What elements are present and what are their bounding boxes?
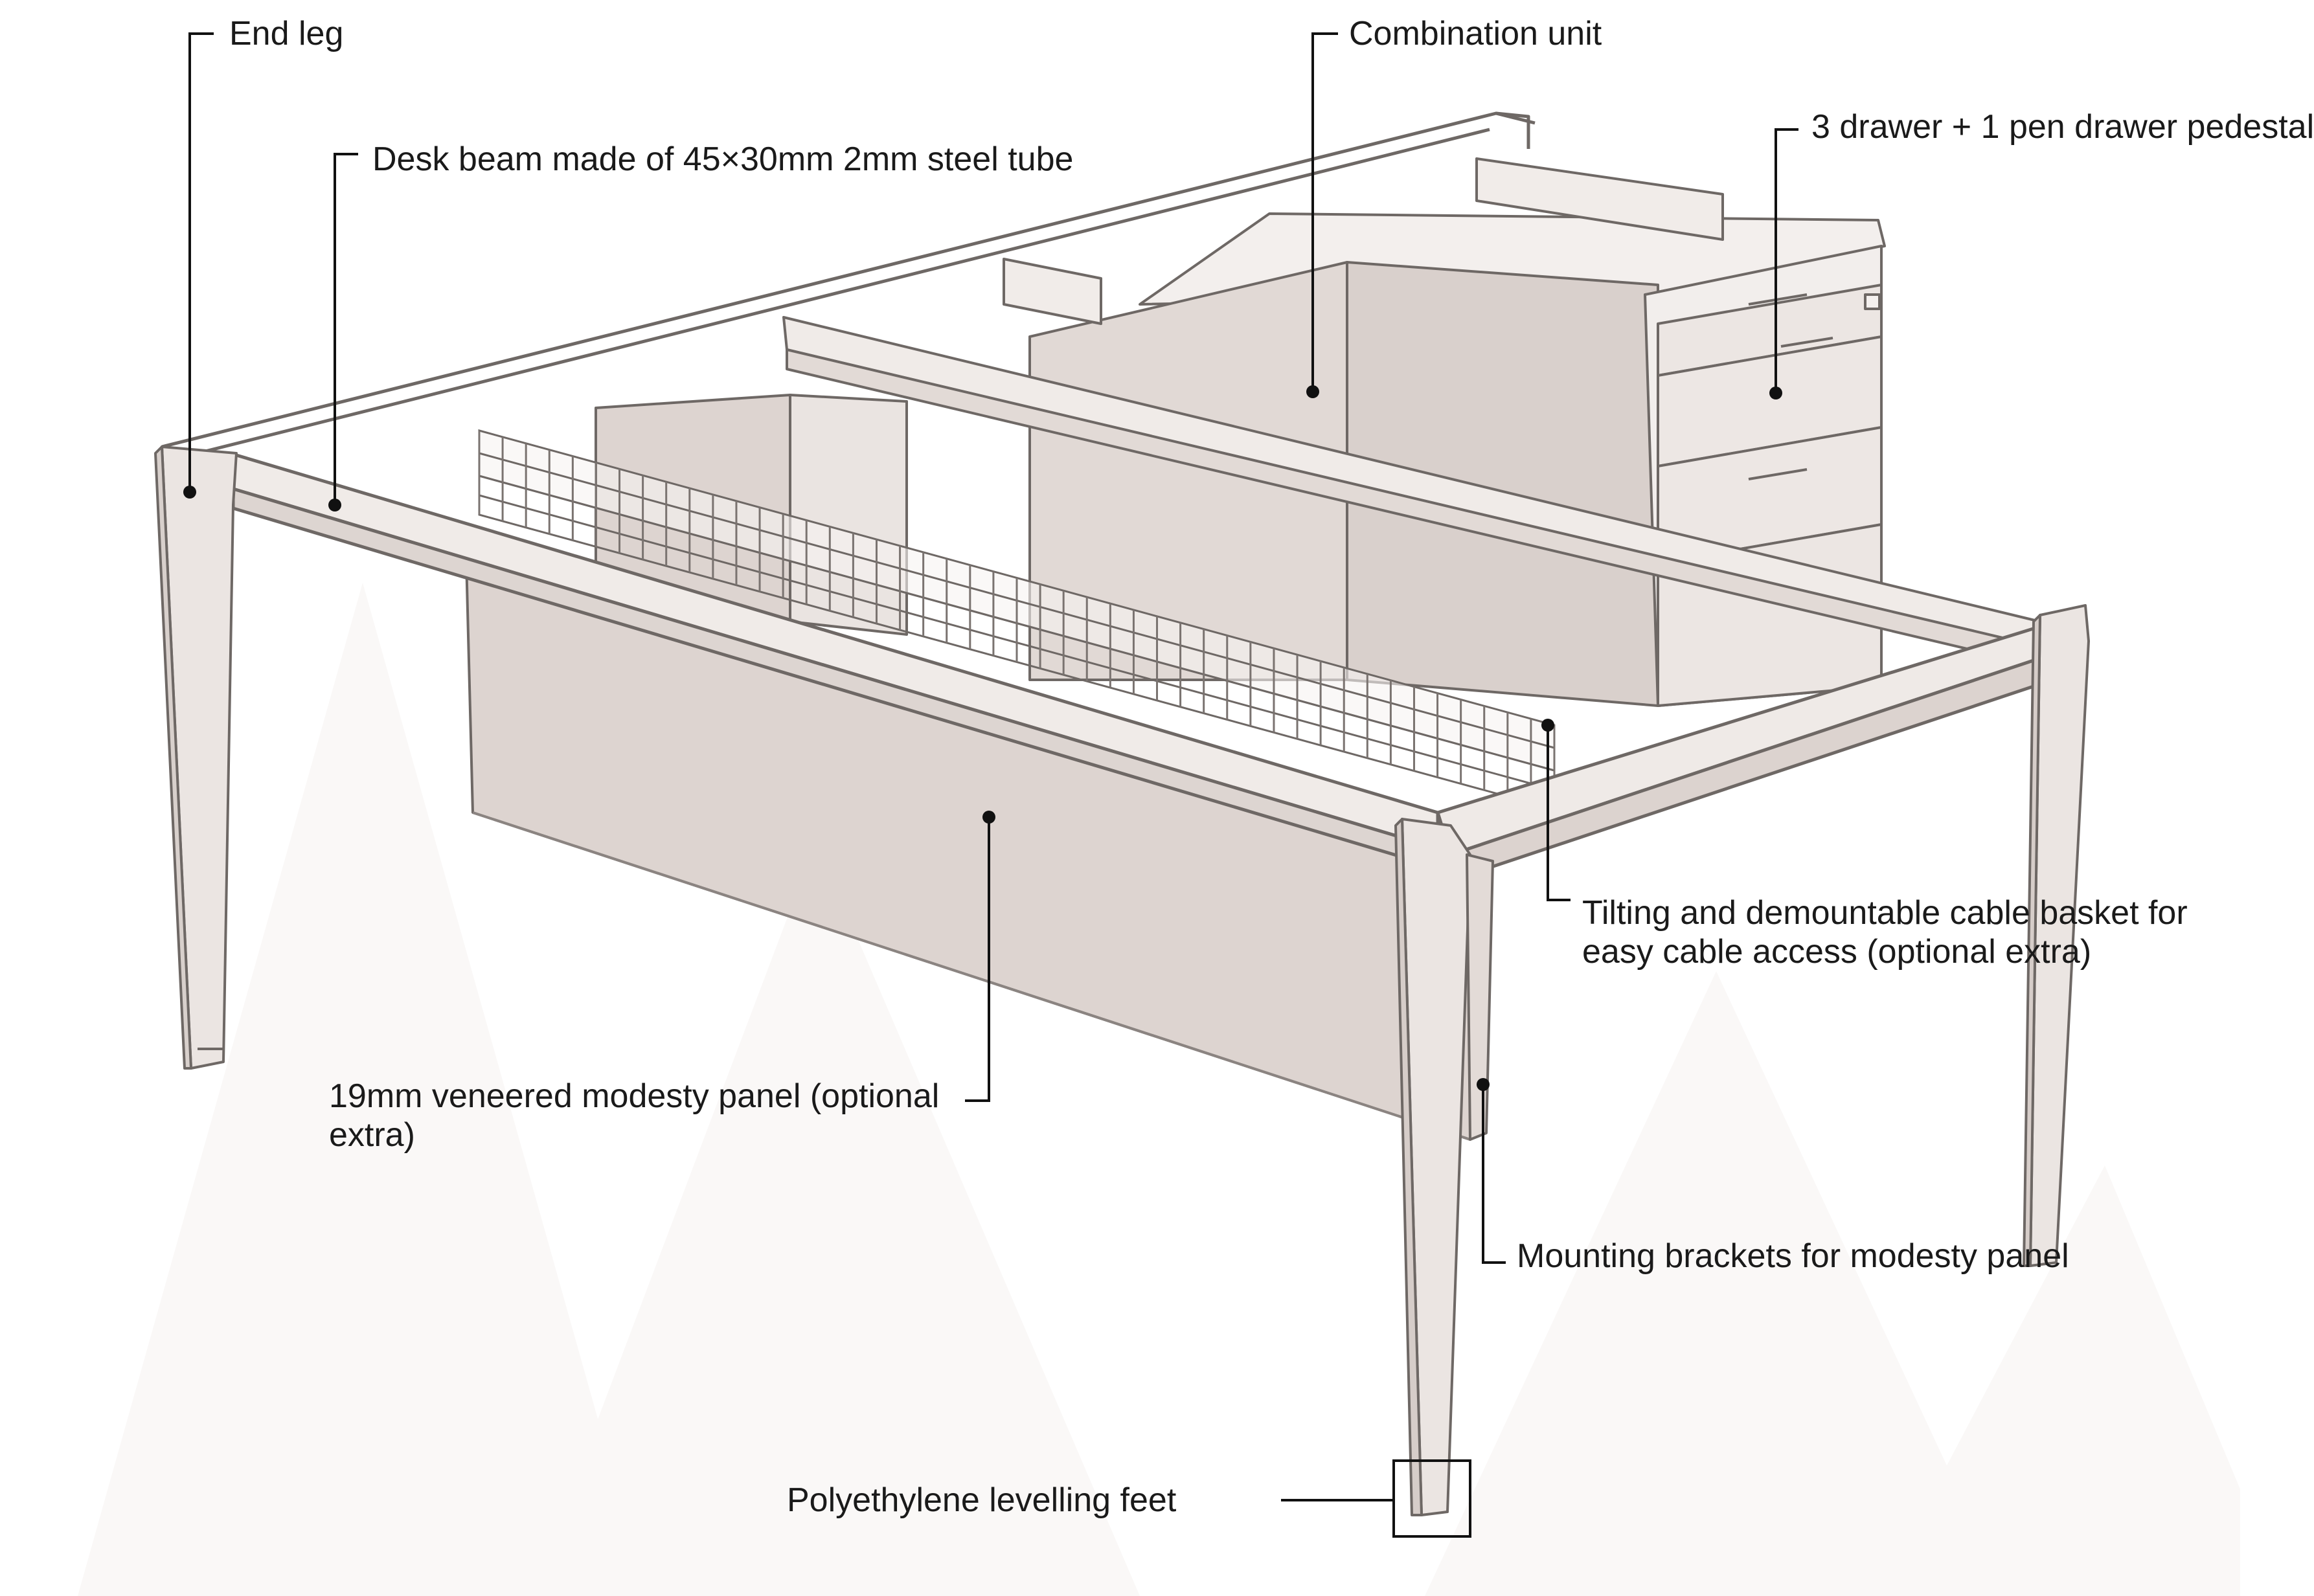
desk-illustration bbox=[78, 111, 2240, 1596]
desk-frame-top bbox=[161, 111, 1536, 462]
leader-mounting-brackets bbox=[1482, 1085, 1506, 1264]
front-corner-leg bbox=[1394, 818, 1494, 1516]
desk-diagram: End leg Desk beam made of 45×30mm 2mm st… bbox=[78, 15, 2314, 1596]
leader-cable-basket bbox=[1547, 725, 1571, 901]
leader-end-leg bbox=[188, 32, 214, 492]
background-shading bbox=[78, 583, 2240, 1596]
end-leg-right bbox=[2023, 604, 2090, 1267]
label-cable-basket: Tilting and demountable cable basket for… bbox=[1582, 894, 2188, 971]
end-leg-left bbox=[154, 445, 238, 1070]
label-levelling-feet: Polyethylene levelling feet bbox=[787, 1481, 1177, 1519]
label-end-leg: End leg bbox=[229, 15, 344, 52]
label-mounting-brackets: Mounting brackets for modesty panel bbox=[1517, 1237, 2069, 1275]
leader-modesty-panel bbox=[965, 817, 990, 1102]
desk-beam-front bbox=[228, 451, 2074, 882]
leader-desk-beam bbox=[334, 153, 358, 505]
label-desk-beam: Desk beam made of 45×30mm 2mm steel tube bbox=[372, 140, 1074, 178]
label-combination-unit: Combination unit bbox=[1349, 15, 1602, 52]
callout-leaders bbox=[183, 32, 1798, 1538]
label-modesty-panel: 19mm veneered modesty panel (optional ex… bbox=[329, 1077, 940, 1154]
levelling-feet-highlight-box bbox=[1392, 1459, 1471, 1538]
cable-basket-wires bbox=[478, 431, 1556, 809]
leader-combination-unit bbox=[1311, 32, 1338, 392]
label-pedestal: 3 drawer + 1 pen drawer pedestal bbox=[1811, 108, 2314, 146]
leader-pedestal bbox=[1775, 128, 1798, 393]
